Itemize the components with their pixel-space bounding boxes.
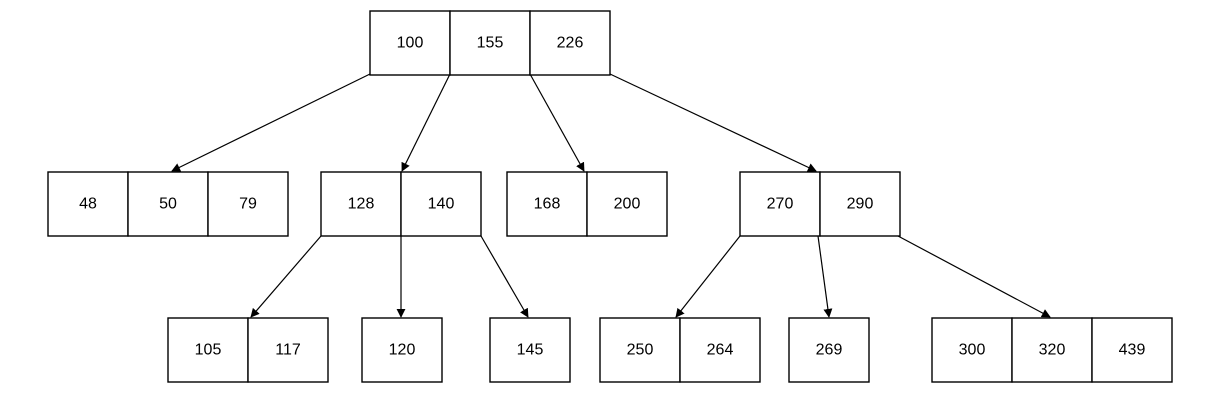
key-label: 117 (275, 342, 301, 359)
key-label: 50 (159, 196, 177, 213)
key-label: 320 (1039, 342, 1066, 359)
tree-node-n1: 48 50 79 (47, 171, 289, 237)
key-label: 155 (477, 35, 504, 52)
edge-arrow-root-to-n4 (609, 73, 817, 172)
edges-layer (171, 73, 1051, 318)
key-label: 200 (614, 196, 641, 213)
key-cell (167, 317, 249, 383)
key-cell (489, 317, 571, 383)
key-label: 270 (767, 196, 794, 213)
edge-arrow-n4-to-n8 (675, 235, 741, 318)
tree-node-n10: 300 320 439 (931, 317, 1173, 383)
tree-node-n2: 128 140 (320, 171, 482, 237)
key-cell (1011, 317, 1093, 383)
key-cell (819, 171, 901, 237)
key-cell (127, 171, 209, 237)
key-cell (449, 10, 531, 76)
key-label: 120 (389, 342, 416, 359)
key-label: 140 (428, 196, 455, 213)
edge-arrow-root-to-n2 (401, 73, 451, 172)
key-cell (931, 317, 1013, 383)
key-label: 105 (195, 342, 222, 359)
key-label: 300 (959, 342, 986, 359)
edge-arrow-root-to-n3 (529, 73, 585, 172)
key-label: 79 (239, 196, 257, 213)
edge-arrow-n2-to-n7 (480, 235, 529, 318)
key-cell (599, 317, 681, 383)
key-cell (739, 171, 821, 237)
tree-node-n6: 120 (361, 317, 443, 383)
key-cell (361, 317, 443, 383)
tree-node-n7: 145 (489, 317, 571, 383)
key-cell (1091, 317, 1173, 383)
key-label: 264 (707, 342, 734, 359)
key-label: 226 (557, 35, 584, 52)
tree-node-n3: 168 200 (506, 171, 668, 237)
key-cell (320, 171, 402, 237)
key-cell (586, 171, 668, 237)
key-label: 439 (1119, 342, 1146, 359)
edge-arrow-n2-to-n5 (250, 235, 322, 318)
key-label: 48 (79, 196, 97, 213)
tree-node-n9: 269 (788, 317, 870, 383)
key-label: 290 (847, 196, 874, 213)
key-cell (247, 317, 329, 383)
key-cell (529, 10, 611, 76)
key-label: 168 (534, 196, 561, 213)
tree-node-n5: 105 117 (167, 317, 329, 383)
key-label: 100 (397, 35, 424, 52)
key-cell (506, 171, 588, 237)
key-label: 269 (816, 342, 843, 359)
key-cell (400, 171, 482, 237)
key-label: 145 (517, 342, 544, 359)
key-cell (47, 171, 129, 237)
key-cell (679, 317, 761, 383)
key-cell (788, 317, 870, 383)
edge-arrow-n4-to-n10 (897, 235, 1051, 318)
edge-arrow-n4-to-n9 (817, 235, 833, 318)
key-cell (207, 171, 289, 237)
edge-arrow-root-to-n1 (171, 73, 371, 172)
key-label: 128 (348, 196, 375, 213)
tree-node-root: 100 155 226 (369, 10, 611, 76)
key-label: 250 (627, 342, 654, 359)
tree-node-n8: 250 264 (599, 317, 761, 383)
tree-node-n4: 270 290 (739, 171, 901, 237)
